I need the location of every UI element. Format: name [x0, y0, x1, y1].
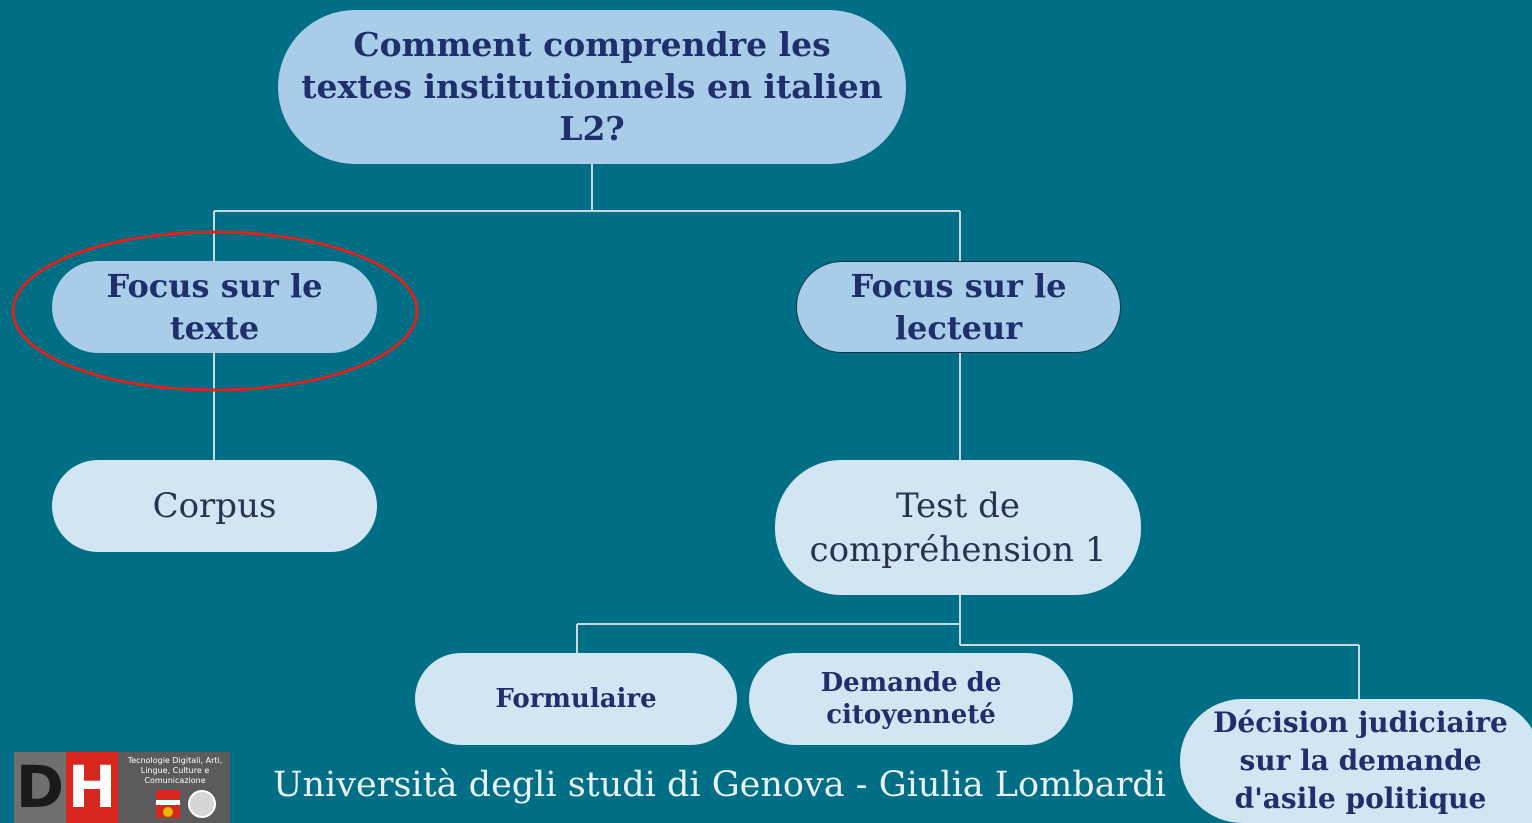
- citoyennete-node: Demande de citoyenneté: [749, 653, 1073, 745]
- footer-text: Università degli studi di Genova - Giuli…: [273, 765, 1166, 805]
- focus-lecteur-node: Focus sur le lecteur: [796, 261, 1121, 353]
- dh-mark: D H: [14, 752, 118, 823]
- dh-letter-d: D: [14, 752, 66, 823]
- focus-texte-node: Focus sur le texte: [52, 261, 377, 353]
- decision-judiciaire-node: Décision judiciaire sur la demande d'asi…: [1180, 699, 1532, 823]
- dh-letter-h: H: [66, 752, 118, 823]
- root-node: Comment comprendre les textes institutio…: [278, 10, 906, 164]
- corpus-node: Corpus: [52, 460, 377, 552]
- university-seal-icon: [188, 790, 216, 818]
- formulaire-node: Formulaire: [415, 653, 737, 745]
- genova-crest-icon: [156, 790, 180, 818]
- logo-tagline: Tecnologie Digitali, Arti, Lingue, Cultu…: [127, 756, 223, 785]
- dh-logo: D H Tecnologie Digitali, Arti, Lingue, C…: [14, 752, 230, 823]
- test-comprehension-node: Test de compréhension 1: [775, 460, 1141, 595]
